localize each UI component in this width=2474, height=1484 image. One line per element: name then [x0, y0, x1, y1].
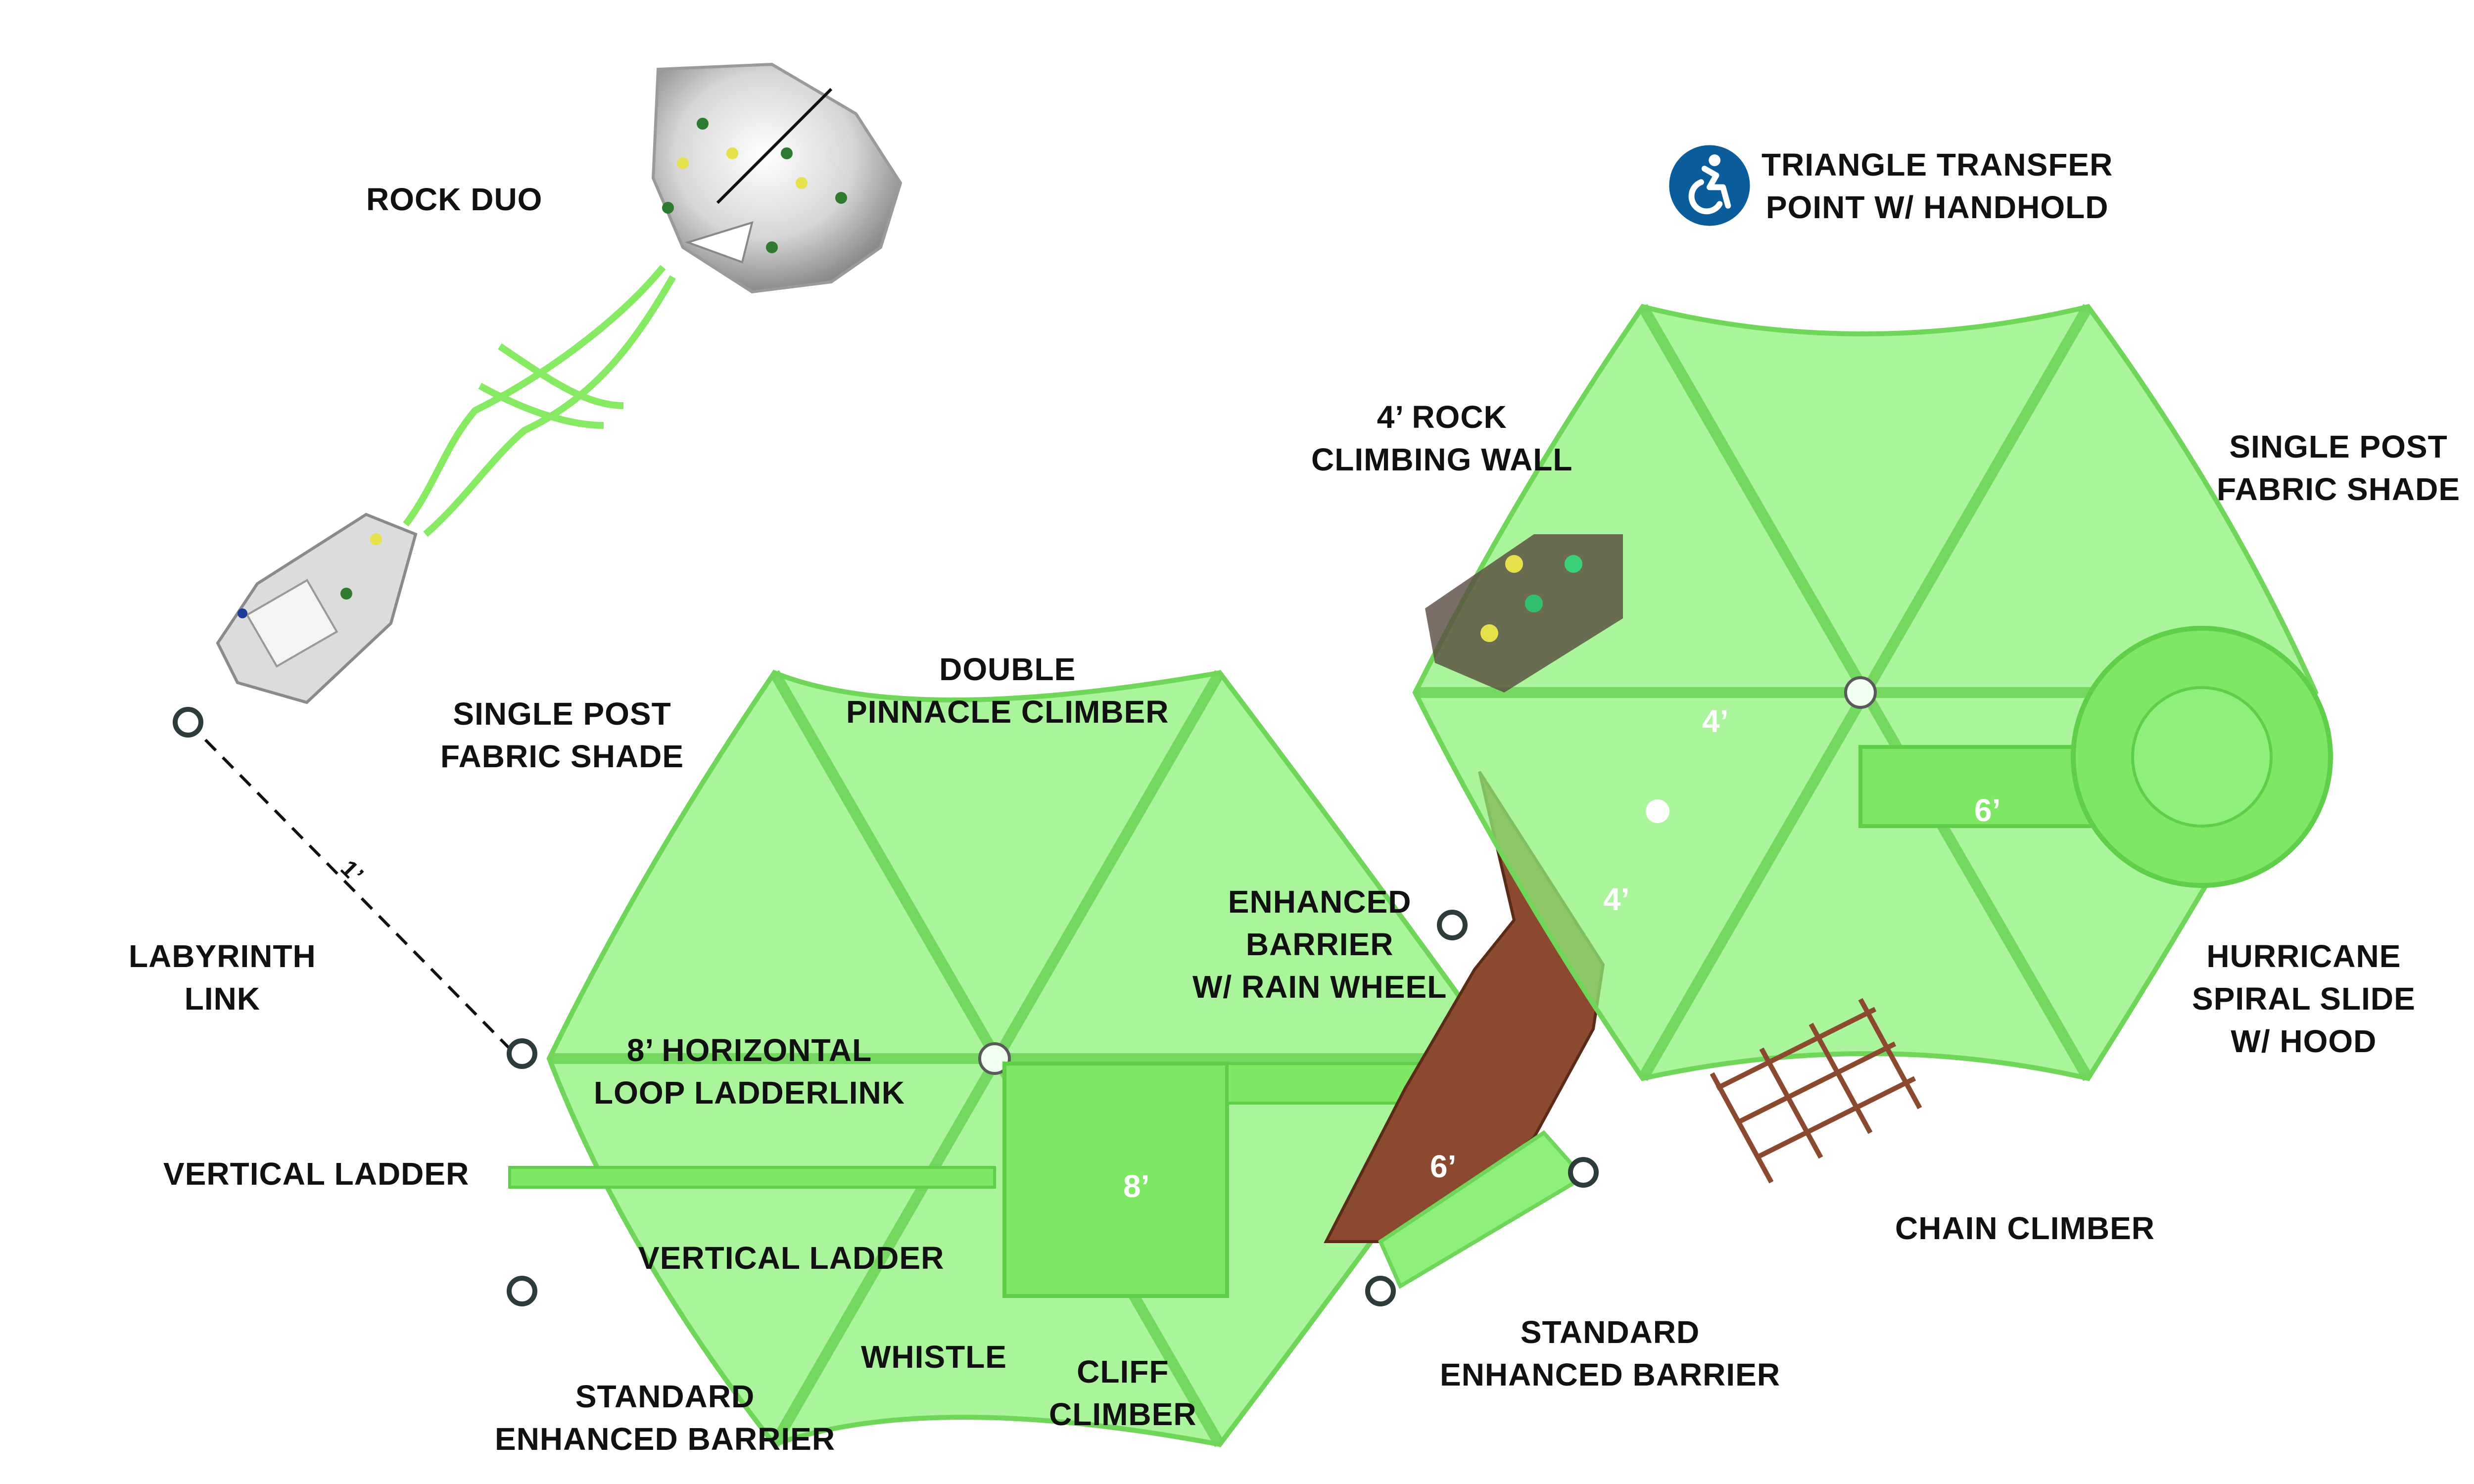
label-line: BARRIER [1245, 927, 1394, 962]
dim-6ft-ramp-label: 6’ [1430, 1149, 1456, 1184]
rock-pod [216, 512, 418, 704]
deck-left: 8’ [508, 1062, 1436, 1298]
dim-6ft-slide-label: 6’ [1974, 792, 2000, 828]
label-line: LABYRINTH [129, 938, 316, 974]
dim-4ft-lower-label: 4’ [1603, 881, 1629, 917]
label-vertical-ladder-mid: VERTICAL LADDER [638, 1237, 944, 1279]
label-line: 4’ ROCK [1377, 399, 1507, 435]
label-line: WHISTLE [861, 1339, 1007, 1375]
label-whistle: WHISTLE [861, 1336, 1007, 1378]
label-line: W/ HOOD [2231, 1023, 2377, 1059]
label-enhanced-barrier-rain-wheel: ENHANCED BARRIER W/ RAIN WHEEL [1192, 881, 1447, 1008]
label-rock-duo: ROCK DUO [366, 178, 542, 221]
label-single-post-shade-right: SINGLE POST FABRIC SHADE [2217, 425, 2460, 510]
rock-climbing-wall [1425, 534, 1623, 693]
label-line: SINGLE POST [2229, 429, 2448, 464]
label-line: VERTICAL LADDER [163, 1156, 470, 1192]
label-line: CHAIN CLIMBER [1895, 1210, 2155, 1246]
label-triangle-transfer: TRIANGLE TRANSFER POINT W/ HANDHOLD [1761, 143, 2113, 229]
label-line: DOUBLE [939, 651, 1076, 687]
shade-right [1412, 304, 2319, 1081]
label-line: POINT W/ HANDHOLD [1765, 189, 2109, 225]
label-line: STANDARD [575, 1379, 755, 1414]
label-line: STANDARD [1520, 1314, 1700, 1350]
label-line: ENHANCED BARRIER [495, 1421, 836, 1457]
label-line: SPIRAL SLIDE [2192, 981, 2416, 1017]
wheelchair-accessibility-icon [1667, 143, 1752, 228]
chain-climber [1710, 998, 1922, 1184]
label-rock-duo-text: ROCK DUO [366, 182, 543, 217]
label-line: ENHANCED BARRIER [1440, 1357, 1781, 1392]
label-hurricane-spiral-slide: HURRICANE SPIRAL SLIDE W/ HOOD [2192, 935, 2416, 1063]
label-line: 8’ HORIZONTAL [626, 1032, 872, 1068]
dim-4ft-upper-label: 4’ [1702, 703, 1728, 739]
label-double-pinnacle-climber: DOUBLE PINNACLE CLIMBER [846, 648, 1169, 733]
label-line: PINNACLE CLIMBER [846, 694, 1169, 730]
label-rock-climbing-wall: 4’ ROCK CLIMBING WALL [1311, 396, 1572, 481]
label-line: HURRICANE [2206, 938, 2401, 974]
label-standard-enhanced-barrier-left: STANDARD ENHANCED BARRIER [495, 1375, 835, 1460]
label-line: LINK [184, 981, 261, 1017]
label-cliff-climber: CLIFF CLIMBER [1049, 1350, 1197, 1436]
label-horizontal-loop-ladderlink: 8’ HORIZONTAL LOOP LADDERLINK [594, 1029, 905, 1114]
label-line: FABRIC SHADE [440, 739, 684, 774]
labyrinth-link-dashed [187, 721, 521, 1060]
label-standard-enhanced-barrier-right: STANDARD ENHANCED BARRIER [1440, 1311, 1780, 1396]
labyrinth-link [403, 265, 676, 537]
label-single-post-shade-left: SINGLE POST FABRIC SHADE [440, 693, 684, 778]
label-chain-climber: CHAIN CLIMBER [1895, 1207, 2155, 1250]
label-line: LOOP LADDERLINK [594, 1075, 905, 1111]
label-line: CLIMBER [1049, 1396, 1197, 1432]
label-line: FABRIC SHADE [2217, 471, 2461, 507]
label-line: W/ RAIN WHEEL [1192, 969, 1447, 1005]
label-line: CLIMBING WALL [1311, 442, 1573, 477]
spiral-slide: 6’ [1858, 626, 2333, 888]
label-line: SINGLE POST [453, 696, 671, 732]
rock-duo [651, 62, 903, 294]
shade-left [546, 669, 1508, 1447]
label-vertical-ladder-left: VERTICAL LADDER [163, 1153, 469, 1195]
label-line: CLIFF [1077, 1354, 1169, 1390]
posts [173, 707, 1599, 1306]
label-line: ENHANCED [1228, 884, 1412, 920]
label-labyrinth-link: LABYRINTH LINK [129, 935, 316, 1020]
dim-8ft-label: 8’ [1123, 1168, 1149, 1204]
label-line: VERTICAL LADDER [638, 1240, 945, 1276]
label-line: TRIANGLE TRANSFER [1761, 147, 2113, 183]
